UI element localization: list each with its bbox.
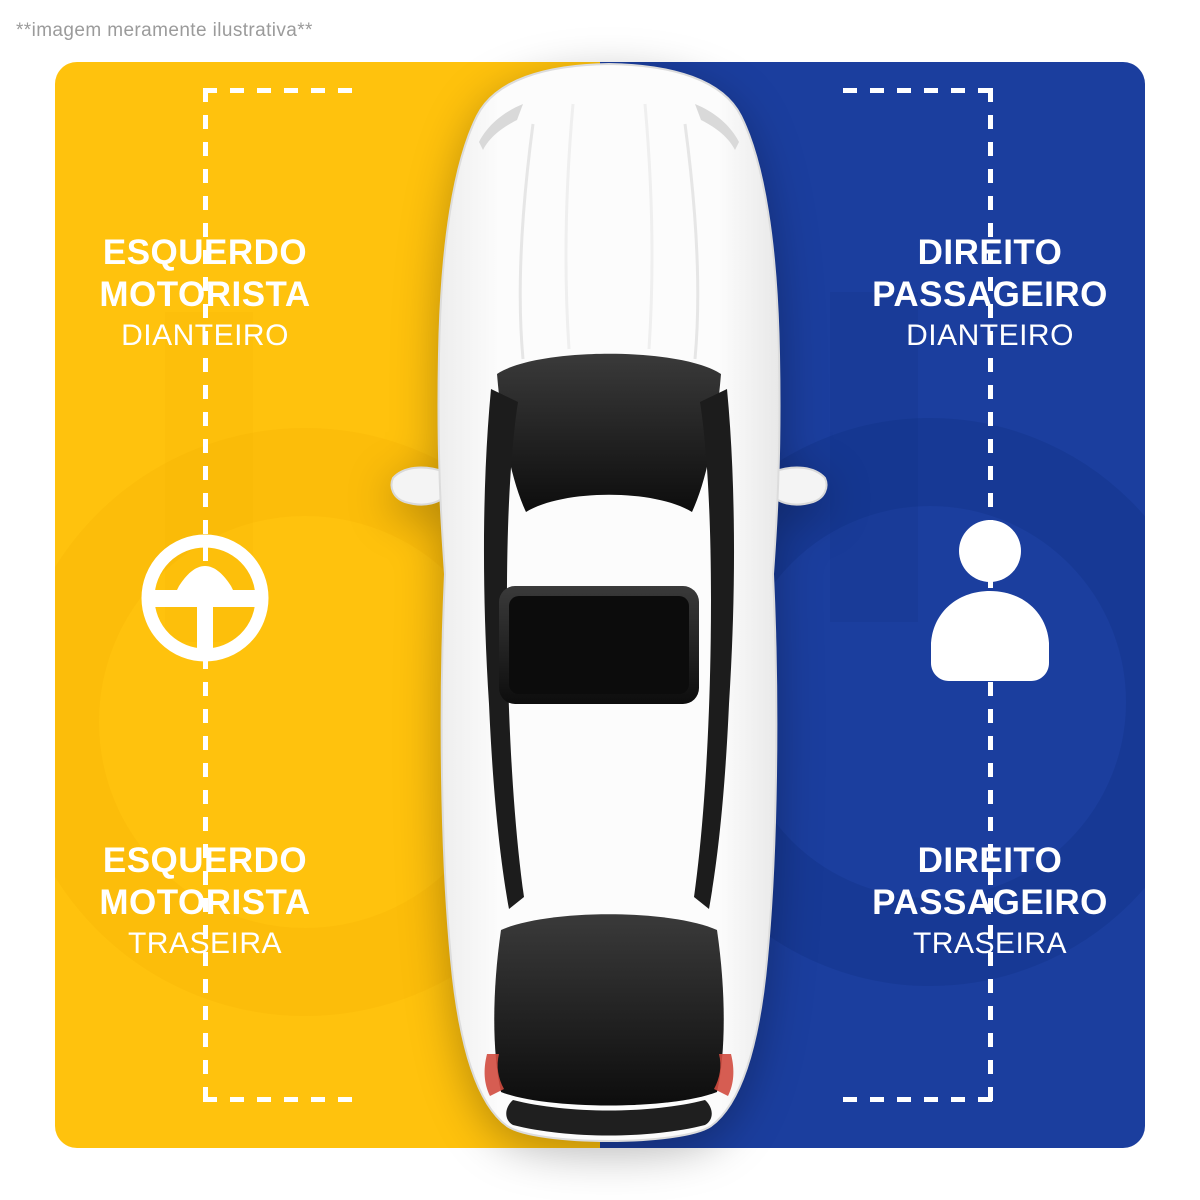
label-rear-left: ESQUERDO MOTORISTA TRASEIRA bbox=[45, 840, 365, 965]
label-line: DIANTEIRO bbox=[906, 319, 1074, 352]
left-taillight bbox=[484, 1054, 504, 1096]
left-mirror bbox=[390, 466, 451, 506]
right-side-windows bbox=[694, 389, 735, 909]
windshield bbox=[497, 353, 721, 512]
right-taillight bbox=[714, 1054, 734, 1096]
label-line: DIREITO bbox=[917, 841, 1063, 880]
label-line: MOTORISTA bbox=[99, 883, 311, 922]
label-front-right: DIREITO PASSAGEIRO DIANTEIRO bbox=[830, 232, 1150, 357]
label-front-left: ESQUERDO MOTORISTA DIANTEIRO bbox=[45, 232, 365, 357]
right-headlight bbox=[695, 104, 739, 150]
right-mirror bbox=[767, 466, 828, 506]
rear-bumper bbox=[506, 1100, 712, 1136]
label-line: PASSAGEIRO bbox=[872, 883, 1108, 922]
right-bracket-bottom-dash bbox=[843, 1097, 993, 1102]
sunroof-glass bbox=[509, 596, 689, 694]
hood-crease bbox=[683, 123, 700, 360]
right-bracket-top-dash bbox=[843, 88, 993, 93]
hood-crease bbox=[518, 123, 535, 360]
label-line: ESQUERDO bbox=[102, 233, 308, 272]
left-bracket-top-dash bbox=[203, 88, 353, 93]
label-line: TRASEIRA bbox=[127, 927, 283, 960]
steering-wheel-icon bbox=[135, 528, 275, 668]
left-bracket-bottom-dash bbox=[203, 1097, 353, 1102]
label-line: DIANTEIRO bbox=[121, 319, 289, 352]
car-top-view bbox=[383, 54, 835, 1169]
label-rear-right: DIREITO PASSAGEIRO TRASEIRA bbox=[830, 840, 1150, 965]
passenger-icon bbox=[915, 515, 1065, 685]
label-line: TRASEIRA bbox=[912, 927, 1068, 960]
hood-crease bbox=[643, 103, 654, 350]
disclaimer-text: **imagem meramente ilustrativa** bbox=[16, 20, 313, 41]
label-line: DIREITO bbox=[917, 233, 1063, 272]
label-line: MOTORISTA bbox=[99, 275, 311, 314]
rear-window bbox=[494, 914, 724, 1106]
label-line: ESQUERDO bbox=[102, 841, 308, 880]
label-line: PASSAGEIRO bbox=[872, 275, 1108, 314]
left-headlight bbox=[479, 104, 523, 150]
hood-crease bbox=[564, 103, 575, 350]
